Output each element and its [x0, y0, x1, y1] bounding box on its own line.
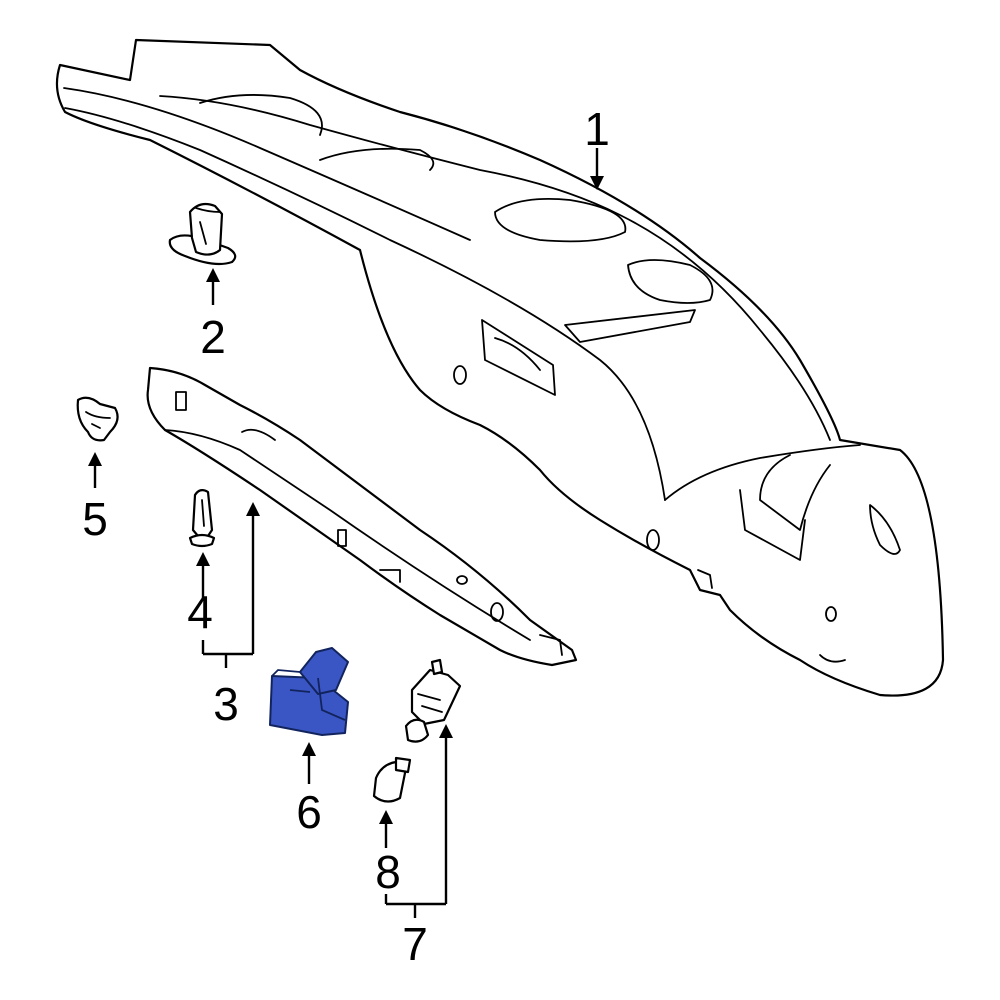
callout-2: 2 — [200, 311, 226, 363]
callout-4: 4 — [187, 586, 213, 638]
lower-trim-strip — [146, 366, 578, 667]
trunk-lid-trim-panel — [55, 38, 945, 697]
callout-6: 6 — [296, 786, 322, 838]
push-pin — [188, 488, 216, 548]
bulb — [372, 756, 412, 803]
retainer-clip — [76, 396, 119, 442]
lamp-socket — [404, 658, 462, 743]
callout-8: 8 — [375, 846, 401, 898]
callout-1: 1 — [584, 103, 610, 155]
callout-3: 3 — [213, 678, 239, 730]
callout-5: 5 — [82, 493, 108, 545]
callout-7: 7 — [402, 918, 428, 970]
push-clip — [168, 202, 237, 266]
license-lamp-housing — [269, 647, 349, 736]
leader-lines — [88, 148, 604, 918]
